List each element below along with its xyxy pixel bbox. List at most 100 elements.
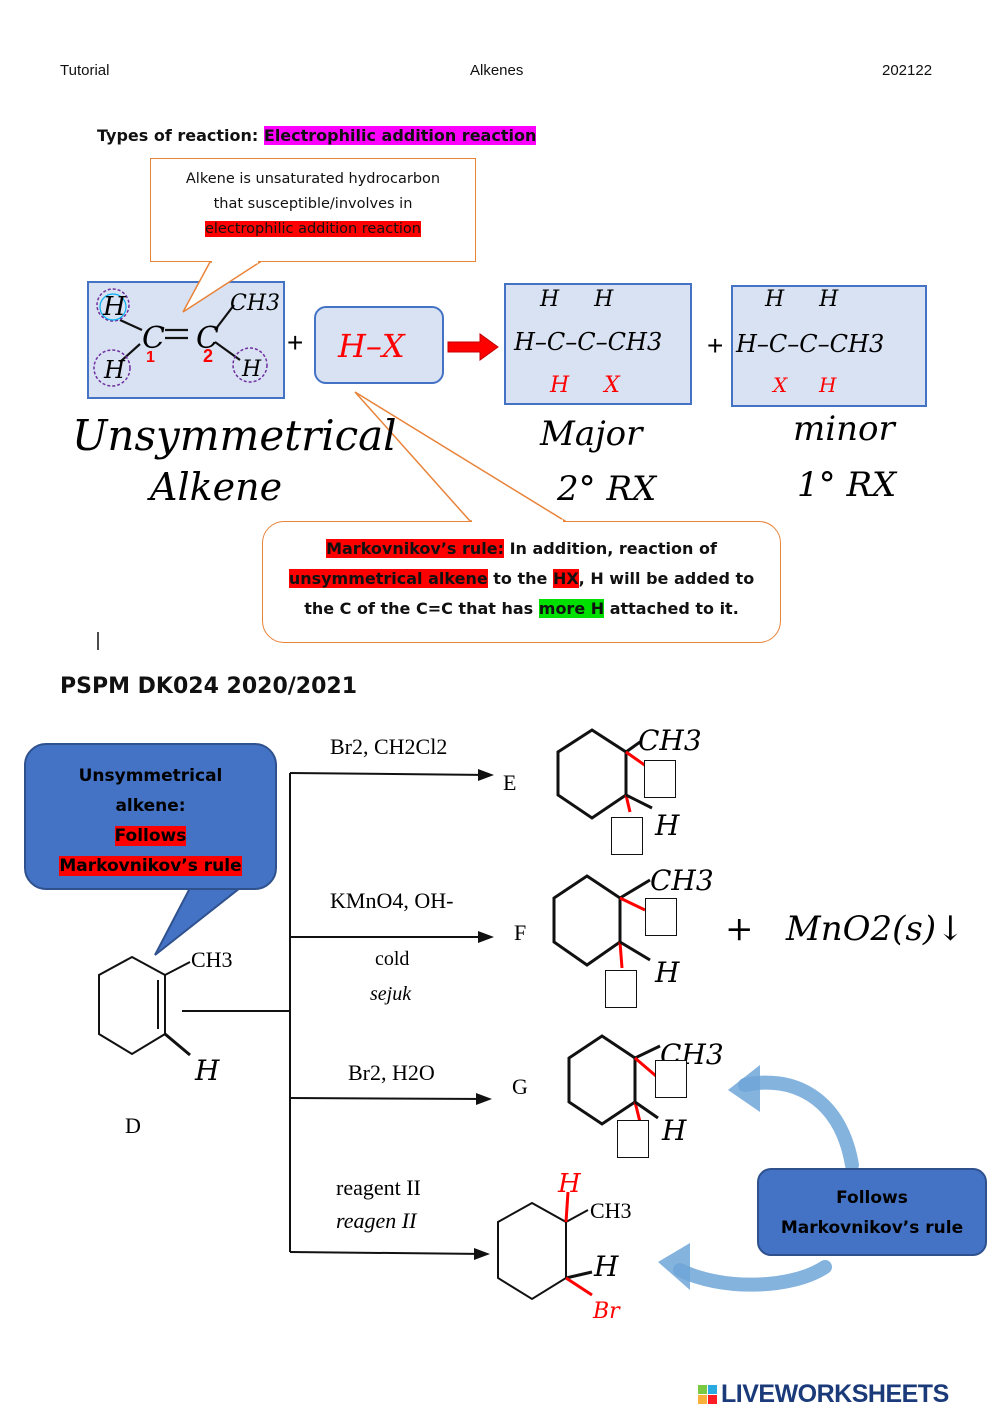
rule-text-1: In addition, reaction of	[504, 539, 717, 558]
reagent-4a: reagent II	[336, 1175, 421, 1200]
rule-unsym: unsymmetrical alkene	[288, 569, 488, 588]
reactant-box	[87, 281, 285, 399]
bubble-left: Unsymmetrical alkene: Follows Markovniko…	[24, 743, 277, 890]
hand-minor-2: 1° RX	[797, 465, 898, 505]
major-chain: H–C–C–CH3	[513, 328, 662, 356]
product-g-label: G	[512, 1074, 528, 1099]
markovnikov-callout: Markovnikov’s rule: In addition, reactio…	[262, 521, 781, 643]
bubble-left-line2: alkene:	[115, 796, 186, 816]
rule-text-3: , H will be added to	[578, 569, 755, 588]
reagent-4b: reagen II	[336, 1208, 418, 1233]
hand-minor-1: minor	[793, 409, 896, 449]
hand-unsym-2: Alkene	[147, 465, 282, 509]
arrow-head-e	[478, 769, 494, 781]
product-g-ring	[567, 1034, 637, 1126]
major-bottom: H X	[549, 373, 621, 398]
minor-product: H H H–C–C–CH3 X H	[735, 287, 884, 397]
bubble-left-line3: Follows	[114, 826, 187, 846]
bubble-left-tail	[154, 887, 243, 956]
answer-box-f-2[interactable]	[605, 970, 637, 1008]
product-4-h-red: H	[557, 1169, 582, 1199]
product-e-label: E	[503, 770, 516, 795]
bubble-left-line1: Unsymmetrical	[78, 766, 223, 786]
rule-label: Markovnikov’s rule:	[326, 539, 505, 558]
product-4-h: H	[593, 1250, 619, 1283]
curved-arrow-upper	[738, 1075, 859, 1172]
rule-text-2: to the	[487, 569, 553, 588]
major-product-box	[504, 283, 692, 405]
rule-hx: HX	[552, 569, 579, 588]
circle-h3	[232, 347, 268, 383]
alkene-structure	[119, 304, 241, 363]
major-product: H H H–C–C–CH3 H X	[513, 287, 662, 398]
answer-box-e-2[interactable]	[611, 817, 643, 855]
answer-box-g-1[interactable]	[655, 1060, 687, 1098]
logo-grid-icon	[698, 1385, 717, 1404]
bubble-right-line1: Follows	[836, 1188, 908, 1208]
alkene-ch3: CH3	[230, 291, 280, 316]
minor-product-box	[731, 285, 927, 407]
alkene-num-2: 2	[203, 346, 213, 366]
alkene-c1: C	[142, 321, 165, 356]
alkene-c2: C	[196, 321, 219, 356]
plus-sign-1: +	[287, 327, 303, 358]
minor-bottom: X H	[771, 373, 837, 397]
reagent-3: Br2, H2O	[348, 1060, 435, 1085]
major-top: H H	[539, 287, 614, 312]
callout-line1: Alkene is unsaturated hydrocarbon	[185, 171, 441, 187]
compound-d-ch3: CH3	[191, 947, 233, 972]
product-4-ring	[497, 1201, 567, 1301]
answer-box-e-1[interactable]	[644, 760, 676, 798]
types-value: Electrophilic addition reaction	[263, 126, 537, 145]
product-4-br: Br	[592, 1299, 621, 1324]
alkene-h2: H	[103, 356, 126, 384]
circle-h1-inner	[99, 293, 127, 321]
rule-text-5: attached to it.	[604, 599, 739, 618]
product-f-ch3: CH3	[650, 864, 714, 897]
arrow-head-f	[478, 931, 494, 943]
mno2-text: + MnO2(s)↓	[725, 909, 965, 949]
compound-d-label: D	[125, 1113, 141, 1138]
bubble-right-line2: Markovnikov’s rule	[780, 1218, 964, 1238]
logo-text: LIVEWORKSHEETS	[721, 1380, 949, 1408]
types-of-reaction: Types of reaction: Electrophilic additio…	[97, 126, 537, 145]
rule-more-h: more H	[538, 599, 605, 618]
alkene-h1: H	[102, 292, 127, 322]
reagent-2: KMnO4, OH-	[330, 888, 453, 913]
reagent-2-cold: cold	[375, 948, 409, 970]
types-label: Types of reaction:	[97, 126, 259, 145]
callout-line3: electrophilic addition reaction	[204, 221, 421, 237]
hand-major-1: Major	[539, 414, 644, 454]
product-e-ring	[556, 728, 628, 820]
alkene-num-1: 1	[146, 349, 155, 366]
header-right: 202122	[882, 62, 933, 79]
section-title: PSPM DK024 2020/2021	[60, 674, 358, 699]
compound-d-h: H	[194, 1054, 220, 1087]
product-e-h: H	[654, 809, 680, 842]
circle-h2	[93, 349, 131, 387]
product-f-ring	[552, 874, 622, 967]
answer-box-f-1[interactable]	[645, 898, 677, 936]
callout-line2: that susceptible/involves in	[213, 196, 413, 212]
product-f-h: H	[654, 956, 680, 989]
product-g-h: H	[661, 1114, 687, 1147]
header-center: Alkenes	[470, 62, 524, 79]
header-left: Tutorial	[60, 62, 110, 79]
reagent-hx: H–X	[337, 327, 406, 365]
hand-major-2: 2° RX	[556, 469, 658, 509]
plus-sign-2: +	[707, 330, 723, 361]
rule-text-4: the C of the C=C that has	[304, 599, 539, 618]
product-4-ch3: CH3	[590, 1198, 632, 1223]
arrow-head-4	[474, 1248, 490, 1260]
product-f-label: F	[514, 920, 526, 945]
bubble-left-line4: Markovnikov’s rule	[59, 856, 242, 876]
reagent-box	[314, 306, 444, 384]
liveworksheets-logo: LIVEWORKSHEETS	[698, 1380, 949, 1409]
curved-arrow-lower	[673, 1260, 832, 1292]
compound-d-ring	[98, 772, 491, 1255]
alkene-h3: H	[241, 357, 262, 382]
minor-chain: H–C–C–CH3	[735, 330, 884, 358]
answer-box-g-2[interactable]	[617, 1120, 649, 1158]
minor-top: H H	[764, 287, 839, 312]
